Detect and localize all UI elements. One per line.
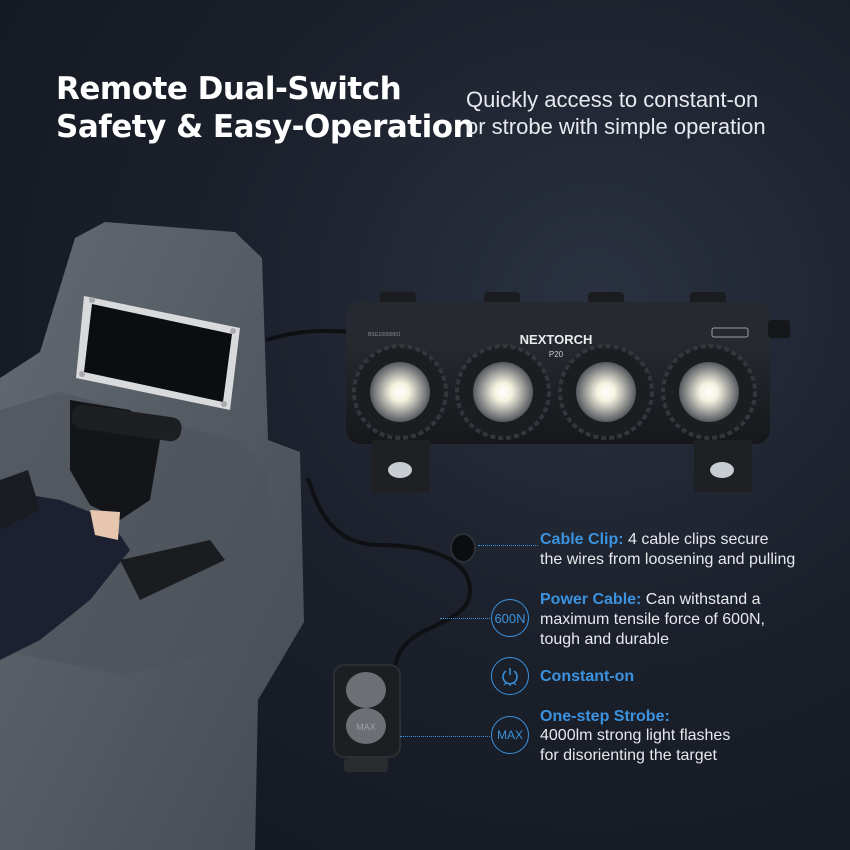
- switch-max-label: MAX: [356, 722, 376, 732]
- cable-clip-desc-1: 4 cable clips secure: [623, 531, 769, 548]
- feature-strobe: One-step Strobe: 4000lm strong light fla…: [540, 708, 730, 766]
- power-cable: [265, 328, 353, 342]
- lamp-head-3: [558, 344, 654, 440]
- power-cable-desc-1: Can withstand a: [641, 591, 761, 608]
- remote-cable: [306, 477, 473, 669]
- power-cable-leader: [440, 618, 490, 619]
- cable-clip: [450, 533, 476, 563]
- power-cable-title: Power Cable:: [540, 591, 642, 608]
- lamp-head-4: [661, 344, 757, 440]
- cable-clip-leader: [478, 545, 538, 546]
- headline-line-2: Safety & Easy-Operation: [56, 109, 475, 145]
- product-brand: NEXTORCH: [520, 332, 593, 347]
- headline: Remote Dual-Switch Safety & Easy-Operati…: [56, 70, 475, 146]
- gloved-hand: [0, 400, 182, 660]
- power-symbol-icon: [502, 668, 518, 686]
- tensile-force-badge: 600N: [491, 599, 529, 637]
- shield-strap: [120, 540, 225, 600]
- lamp-head-1: [352, 344, 448, 440]
- headline-line-1: Remote Dual-Switch: [56, 71, 402, 107]
- strobe-title: One-step Strobe:: [540, 708, 670, 725]
- tensile-force-badge-label: 600N: [494, 610, 526, 626]
- subheadline-line-2: or strobe with simple operation: [466, 114, 766, 139]
- subheadline-line-1: Quickly access to constant-on: [466, 87, 759, 112]
- feature-constant-on: Constant-on: [540, 668, 634, 686]
- product-serial: BSG10000001: [368, 332, 401, 338]
- remote-switch: MAX: [333, 664, 401, 772]
- subheadline: Quickly access to constant-on or strobe …: [466, 86, 766, 140]
- feature-power-cable: Power Cable: Can withstand a maximum ten…: [540, 590, 765, 650]
- light-unit: NEXTORCH P20 BSG10000001: [346, 292, 790, 492]
- shield-viewport: [76, 296, 240, 410]
- power-cable-desc-3: tough and durable: [540, 631, 669, 648]
- constant-on-title: Constant-on: [540, 668, 635, 685]
- product-model: P20: [549, 350, 564, 359]
- strobe-leader: [400, 736, 490, 737]
- strobe-desc-1: 4000lm strong light flashes: [540, 727, 731, 744]
- cable-clip-desc-2: the wires from loosening and pulling: [540, 551, 796, 568]
- max-strobe-badge: MAX: [491, 716, 529, 754]
- battery-indicator-icon: [711, 327, 749, 338]
- max-strobe-badge-label: MAX: [496, 728, 523, 742]
- power-icon: [491, 657, 529, 695]
- power-cable-desc-2: maximum tensile force of 600N,: [540, 611, 765, 628]
- strobe-desc-2: for disorienting the target: [540, 747, 717, 764]
- lamp-head-2: [455, 344, 551, 440]
- cable-clip-title: Cable Clip:: [540, 531, 624, 548]
- feature-cable-clip: Cable Clip: 4 cable clips secure the wir…: [540, 530, 795, 570]
